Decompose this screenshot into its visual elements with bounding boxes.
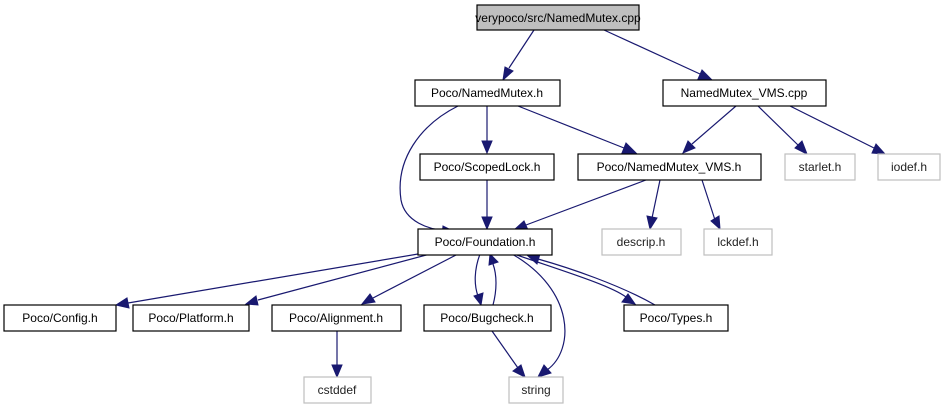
node-cstddef[interactable]: cstddef	[303, 376, 372, 404]
node-label: Poco/ScopedLock.h	[434, 160, 541, 174]
edge-bugcheck-h-to-foundation-h	[492, 263, 497, 306]
edge-named-mutex-vms-h-to-descrip-h	[651, 179, 661, 219]
node-label: verypoco/src/NamedMutex.cpp	[475, 11, 641, 25]
node-label: lckdef.h	[717, 235, 758, 249]
arrowhead	[646, 215, 658, 231]
arrowhead	[502, 66, 514, 82]
arrowhead	[331, 364, 343, 379]
node-config-h[interactable]: Poco/Config.h	[3, 304, 117, 332]
edge-foundation-h-to-config-h	[127, 253, 419, 304]
edge-named-mutex-vms-cpp-to-named-mutex-vms-h	[691, 105, 737, 145]
edge-foundation-h-to-alignment-h	[372, 253, 459, 299]
node-iodef-h[interactable]: iodef.h	[877, 153, 941, 181]
edge-named-mutex-vms-cpp-to-starlet-h	[757, 105, 800, 147]
arrowhead	[512, 364, 526, 378]
edge-foundation-h-to-bugcheck-h	[474, 253, 481, 297]
node-named-mutex-vms-h[interactable]: Poco/NamedMutex_VMS.h	[577, 153, 762, 181]
node-alignment-h[interactable]: Poco/Alignment.h	[271, 304, 402, 332]
arrowhead	[682, 140, 696, 154]
node-label: NamedMutex_VMS.cpp	[681, 86, 808, 100]
edge-named-mutex-vms-h-to-lckdef-h	[701, 179, 716, 221]
arrowhead	[360, 293, 376, 305]
edge-types-h-to-foundation-h	[537, 258, 656, 306]
node-descrip-h[interactable]: descrip.h	[601, 228, 682, 256]
arrowhead	[871, 143, 887, 155]
edge-named-mutex-h-to-foundation-h	[399, 105, 459, 231]
arrowhead	[473, 292, 484, 307]
node-lckdef-h[interactable]: lckdef.h	[703, 228, 773, 256]
node-named-mutex-h[interactable]: Poco/NamedMutex.h	[414, 79, 561, 107]
edge-named-mutex-h-to-named-mutex-vms-h	[517, 105, 625, 149]
edge-named-mutex-vms-h-to-foundation-h	[525, 179, 647, 226]
arrowhead	[537, 364, 552, 378]
node-foundation-h[interactable]: Poco/Foundation.h	[417, 228, 553, 256]
arrowhead	[621, 293, 637, 305]
node-label: Poco/Alignment.h	[289, 311, 383, 325]
edge-named-mutex-vms-cpp-to-iodef-h	[789, 105, 875, 149]
node-platform-h[interactable]: Poco/Platform.h	[132, 304, 250, 332]
edge-root-to-named-mutex-h	[508, 29, 535, 69]
node-label: iodef.h	[891, 160, 927, 174]
node-bugcheck-h[interactable]: Poco/Bugcheck.h	[423, 304, 552, 332]
arrowhead	[794, 140, 808, 156]
node-scoped-lock-h[interactable]: Poco/ScopedLock.h	[419, 153, 555, 181]
arrowhead	[481, 140, 493, 155]
node-starlet-h[interactable]: starlet.h	[784, 153, 856, 181]
arrowhead	[621, 142, 638, 154]
arrowhead	[488, 252, 499, 266]
edge-bugcheck-h-to-string	[491, 330, 519, 369]
edge-root-to-named-mutex-vms-cpp	[603, 29, 701, 75]
node-label: Poco/Bugcheck.h	[440, 311, 533, 325]
node-label: Poco/Config.h	[22, 311, 97, 325]
edges	[114, 29, 887, 379]
arrowhead	[697, 69, 714, 81]
node-label: cstddef	[318, 383, 357, 397]
node-label: Poco/Foundation.h	[435, 235, 536, 249]
node-root[interactable]: verypoco/src/NamedMutex.cpp	[475, 4, 641, 31]
node-named-mutex-vms-cpp[interactable]: NamedMutex_VMS.cpp	[662, 79, 827, 107]
edge-foundation-h-to-platform-h	[257, 253, 431, 301]
node-label: descrip.h	[617, 235, 666, 249]
node-label: Poco/NamedMutex.h	[431, 86, 543, 100]
node-label: Poco/Platform.h	[148, 311, 233, 325]
node-label: string	[521, 383, 550, 397]
arrowhead	[710, 215, 721, 231]
arrowhead	[481, 216, 493, 231]
node-label: Poco/NamedMutex_VMS.h	[597, 160, 742, 174]
edge-foundation-h-to-string	[511, 253, 566, 371]
edge-foundation-h-to-types-h	[513, 253, 627, 298]
node-label: starlet.h	[799, 160, 842, 174]
node-types-h[interactable]: Poco/Types.h	[623, 304, 729, 332]
arrowhead	[244, 295, 259, 306]
node-label: Poco/Types.h	[640, 311, 713, 325]
arrowhead	[114, 297, 130, 309]
node-string[interactable]: string	[508, 376, 564, 404]
nodes: verypoco/src/NamedMutex.cpp Poco/NamedMu…	[3, 4, 941, 404]
